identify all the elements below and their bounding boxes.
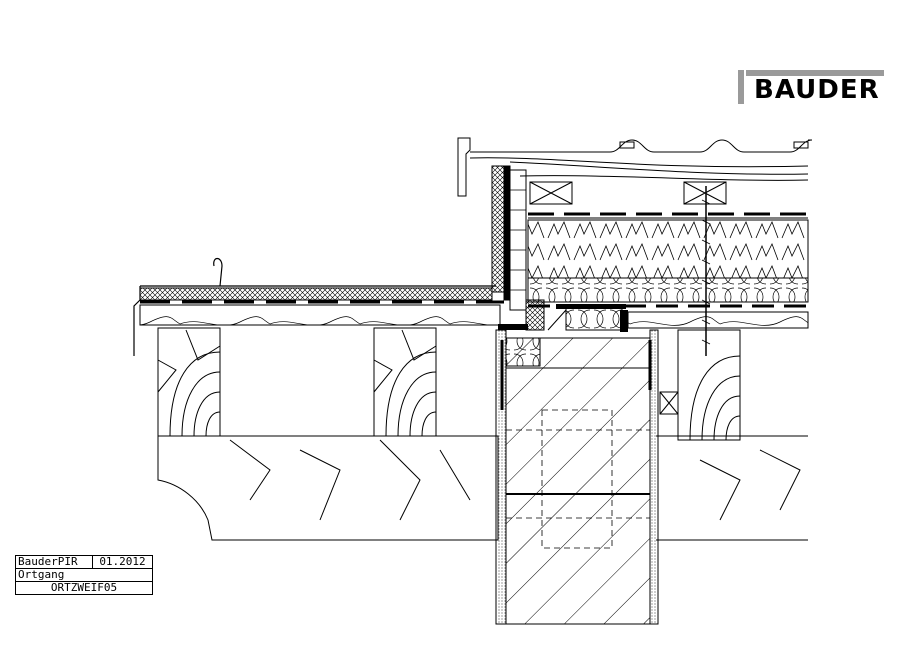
- drawing-date: 01.2012: [99, 556, 146, 568]
- wall-plate-beam: [157, 435, 808, 541]
- roof-tiles: [457, 137, 813, 197]
- pir-insulation: [527, 219, 809, 308]
- verge-overhang: [133, 257, 504, 356]
- logo-bar: [738, 70, 744, 104]
- masonry-wall: [495, 329, 659, 625]
- logo-text: BAUDER: [754, 75, 880, 105]
- logo-box: BAUDER: [746, 70, 884, 104]
- roof-boarding: [547, 307, 809, 331]
- counter-battens: [529, 181, 727, 205]
- verge-upstand: [491, 165, 545, 331]
- title-block-row-3: ORTZWEIF05: [16, 582, 152, 594]
- title-block-row-2: Ortgang: [16, 569, 152, 582]
- title-block: BauderPIR 01.2012 Ortgang ORTZWEIF05: [15, 555, 153, 595]
- product-name: BauderPIR: [16, 556, 93, 568]
- underlay-membrane: [528, 212, 808, 219]
- drawing-subject: Ortgang: [18, 569, 65, 581]
- title-block-row-1: BauderPIR 01.2012: [16, 556, 152, 569]
- drawing-code: ORTZWEIF05: [50, 582, 118, 594]
- sealing-strips: [498, 304, 628, 332]
- bauder-logo: BAUDER: [738, 70, 884, 104]
